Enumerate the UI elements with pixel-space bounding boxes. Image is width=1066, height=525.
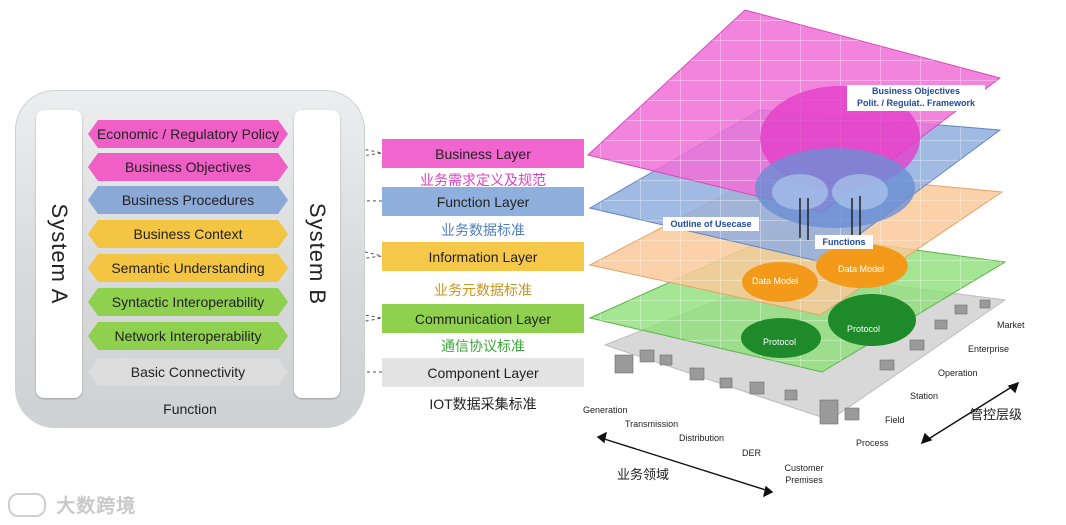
system-b-bar: System B [294,110,340,398]
zone-operation: Operation [938,368,978,378]
data-model-label-1: Data Model [752,276,799,286]
system-a-bar: System A [36,110,82,398]
callout-business-line2: Polit. / Regulat.. Framework [856,98,976,108]
hex-business-context: Business Context [88,220,288,248]
business-layer: Business Layer [382,139,584,168]
hex-business-procedures: Business Procedures [88,186,288,214]
watermark-text: 大数跨境 [56,496,137,517]
component-buildings [614,299,991,425]
zone-market: Market [997,320,1025,330]
information-layer: Information Layer [382,242,584,271]
hex-economic-regulatory-policy: Economic / Regulatory Policy [88,120,288,148]
component-layer: Component Layer [382,358,584,387]
communication-layer: Communication Layer [382,304,584,333]
hex-business-objectives: Business Objectives [88,153,288,181]
functions-callout: Functions [815,235,873,249]
domain-distribution: Distribution [679,433,725,443]
zone-axis [921,382,1019,444]
function-layer: Function Layer [382,187,584,216]
watermark: 大数跨境 [8,491,136,518]
domain-transmission: Transmission [625,419,679,429]
domain-axis [597,436,773,493]
domain-customer-premises: Customer Premises [784,463,824,485]
domain-der: DER [742,448,762,458]
hex-basic-connectivity: Basic Connectivity [88,358,288,386]
hex-semantic-understanding: Semantic Understanding [88,254,288,282]
protocol-label-1: Protocol [763,337,797,347]
business-layer-cn: 业务需求定义及规范 [420,172,546,188]
callout-business-line1: Business Objectives [871,86,961,96]
business-objectives-callout: Business Objectives Polit. / Regulat.. F… [847,85,985,111]
communication-layer-cn: 通信协议标准 [441,338,525,354]
protocol-blob-2 [828,294,916,346]
data-model-blob-2 [816,244,908,288]
usecase-callout: Outline of Usecase [663,217,759,231]
protocol-label-2: Protocol [847,324,881,334]
function-layer-cn: 业务数据标准 [441,222,525,238]
zone-axis-label: 管控层级 [970,407,1023,422]
zone-field: Field [885,415,905,425]
protocol-blob-1 [741,318,821,358]
component-layer-cn: IOT数据采集标准 [429,396,537,412]
zone-enterprise: Enterprise [968,344,1010,354]
information-layer-cn: 业务元数据标准 [434,282,532,298]
data-model-blob-1 [742,262,818,302]
zone-station: Station [910,391,939,401]
zone-process: Process [856,438,889,448]
hex-syntactic-interoperability: Syntactic Interoperability [88,288,288,316]
function-label: Function [163,401,217,417]
hex-network-interoperability: Network Interoperability [88,322,288,350]
data-model-label-2: Data Model [838,264,885,274]
domain-axis-label: 业务领域 [617,467,670,482]
watermark-logo-icon [8,492,46,517]
domain-generation: Generation [583,405,628,415]
